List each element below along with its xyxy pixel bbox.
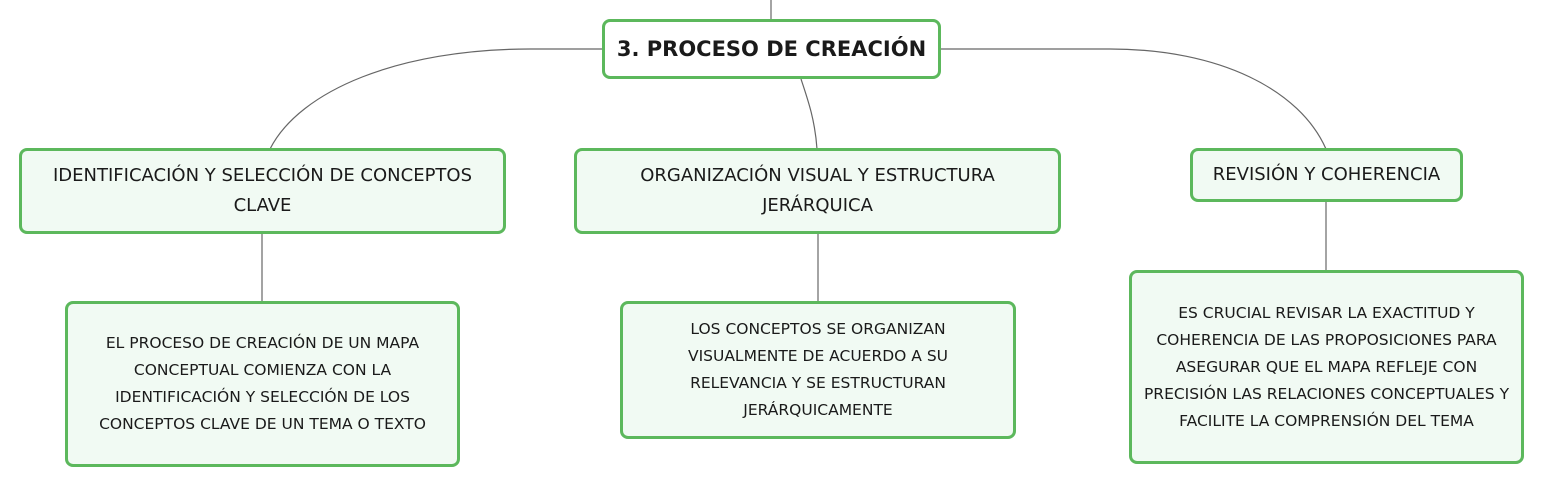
branch-node-identificacion: IDENTIFICACIÓN Y SELECCIÓN DE CONCEPTOS …	[19, 148, 506, 234]
detail-node-text: LOS CONCEPTOS SE ORGANIZAN VISUALMENTE D…	[687, 320, 949, 419]
branch-node-organizacion: ORGANIZACIÓN VISUAL Y ESTRUCTURA JERÁRQU…	[574, 148, 1061, 234]
branch-node-label: IDENTIFICACIÓN Y SELECCIÓN DE CONCEPTOS …	[52, 165, 473, 216]
root-node-label: 3. PROCESO DE CREACIÓN	[616, 37, 927, 61]
detail-node-revision: ES CRUCIAL REVISAR LA EXACTITUD Y COHERE…	[1129, 270, 1524, 464]
detail-node-identificacion: EL PROCESO DE CREACIÓN DE UN MAPA CONCEP…	[65, 301, 460, 467]
branch-node-label: ORGANIZACIÓN VISUAL Y ESTRUCTURA JERÁRQU…	[640, 165, 995, 216]
root-node: 3. PROCESO DE CREACIÓN	[602, 19, 941, 79]
branch-node-label: REVISIÓN Y COHERENCIA	[1212, 164, 1441, 185]
branch-node-revision: REVISIÓN Y COHERENCIA	[1190, 148, 1463, 202]
connector-root-to-branch-1	[269, 48, 602, 150]
connector-root-to-branch-3	[941, 48, 1327, 150]
connector-root-to-branch-2	[800, 78, 818, 150]
detail-node-organizacion: LOS CONCEPTOS SE ORGANIZAN VISUALMENTE D…	[620, 301, 1016, 439]
detail-node-text: EL PROCESO DE CREACIÓN DE UN MAPA CONCEP…	[99, 334, 426, 433]
detail-node-text: ES CRUCIAL REVISAR LA EXACTITUD Y COHERE…	[1143, 303, 1510, 430]
